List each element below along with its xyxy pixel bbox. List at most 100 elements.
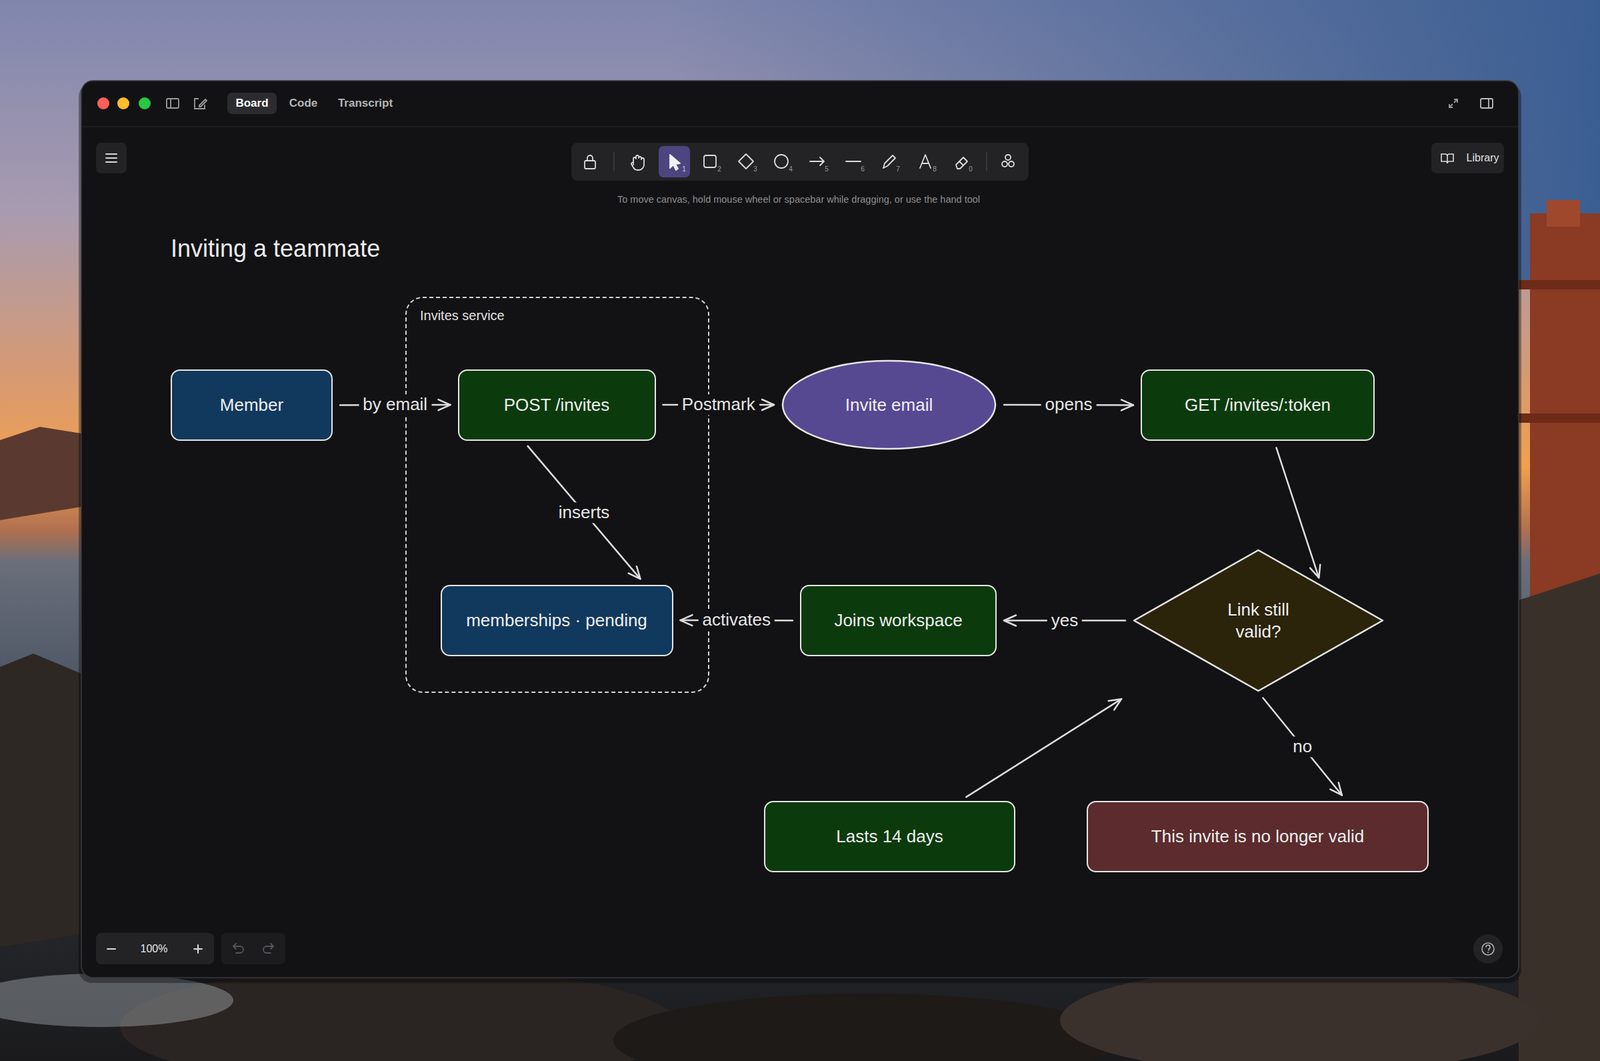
process-box: Joins workspace [800,584,997,656]
lock-icon [587,155,593,161]
hint-text: To move canvas, hold mouse wheel or spac… [617,194,980,206]
shortcut-number: 2 [717,165,722,174]
node-text: Link still valid? [1208,598,1309,642]
undo-redo-control [221,932,286,964]
rock [0,653,82,947]
shortcut-number: 3 [753,165,758,174]
pencil-icon [883,155,896,168]
note-box: Lasts 14 days [764,800,1016,872]
zoom-out-icon [107,948,116,950]
rectangle-icon [704,155,716,168]
selected-tool [658,146,690,178]
collapse-icon [1449,99,1458,108]
active-tab [227,92,277,114]
edge-label: opens [1041,394,1097,416]
hand-icon [631,155,644,170]
menu-icon [106,153,117,155]
edge-label: Postmark [678,394,760,415]
toolbar-divider [613,152,615,171]
table-box: memberships · pending [440,584,674,656]
menu-icon [106,161,117,163]
node-text: POST /invites [504,394,610,416]
undo-redo-icons [233,943,274,953]
library-button [1431,142,1504,174]
window [81,80,1519,978]
hill [0,426,82,520]
zoom-level: 100% [140,942,168,955]
edge-label: activates [698,610,775,631]
menu-icon [106,154,117,162]
shortcut-number: 8 [932,165,937,174]
edge-label: yes [1047,610,1082,631]
shortcut-number: 0 [968,165,973,174]
service-group: Invites servicePOST /invites memberships … [405,296,710,693]
library-label: Library [1466,151,1500,164]
node-text: This invite is no longer valid [1151,825,1364,848]
endpoint-box: GET /invites/:token [1140,369,1375,441]
menu-button [96,142,127,174]
zoom-in-icon [197,944,199,953]
tab-label: Code [289,96,318,110]
flow-arrow [966,698,1122,797]
diamond-outline [1132,548,1384,692]
diamond-icon [738,154,754,169]
close-button [97,97,110,110]
sidebar-icon [170,98,172,108]
panel-icon [1480,98,1493,108]
sidebar-icon [166,98,179,108]
zoom-button [138,97,151,110]
decision-diamond: Link still valid? [1132,548,1384,692]
sidebar-icon [166,98,179,108]
edge-label: no [1288,736,1316,757]
help-icon [1482,942,1494,955]
node-text: GET /invites/:token [1184,394,1331,416]
lock-icon [584,160,596,169]
help-button [1473,934,1503,964]
tab-label: Board [235,96,268,110]
menu-icon [106,157,117,159]
rock [1518,573,1600,1061]
edge-label: inserts [554,502,614,523]
more-tools-icon [1005,154,1011,160]
library-icon [1441,154,1454,164]
node-text: Joins workspace [834,609,962,632]
node-text: Member [220,394,284,416]
collapse-icon [1449,99,1458,108]
shortcut-number: 6 [860,165,865,174]
eraser-icon [956,157,968,169]
group-label: Invites service [420,307,505,324]
shortcut-number: 7 [896,165,900,174]
tool-icons [584,152,1014,171]
flow-arrow [528,446,641,579]
undo-icon [233,943,244,953]
panel-icon [1480,98,1493,108]
shortcut-number: 4 [788,165,793,174]
flow-arrow [1276,447,1319,578]
shortcut-number: 5 [824,165,829,174]
toolbar [571,142,1029,181]
more-tools-icon [1002,161,1008,167]
panel-icon [1488,98,1490,108]
zoom-control [96,932,214,964]
library-icon [1441,154,1454,164]
ellipse-icon [774,154,788,168]
bridge-beam [1518,413,1600,423]
flow-arrow [1262,698,1342,796]
email-ellipse: Invite email [781,359,997,450]
help-icon [1486,944,1490,952]
tab-label: Transcript [338,96,393,110]
actor-box: Member [170,369,333,441]
text-tool-icon [920,154,931,168]
rock [613,993,1120,1061]
edge-label: by email [358,394,432,416]
arrow-icon [810,157,824,166]
shortcut-number: 1 [682,165,686,174]
toolbar-divider [986,152,988,171]
more-tools-icon [1008,161,1014,167]
title-bar-divider [82,126,1518,128]
bridge-tower [1546,200,1580,227]
ellipse-shape [782,360,996,449]
